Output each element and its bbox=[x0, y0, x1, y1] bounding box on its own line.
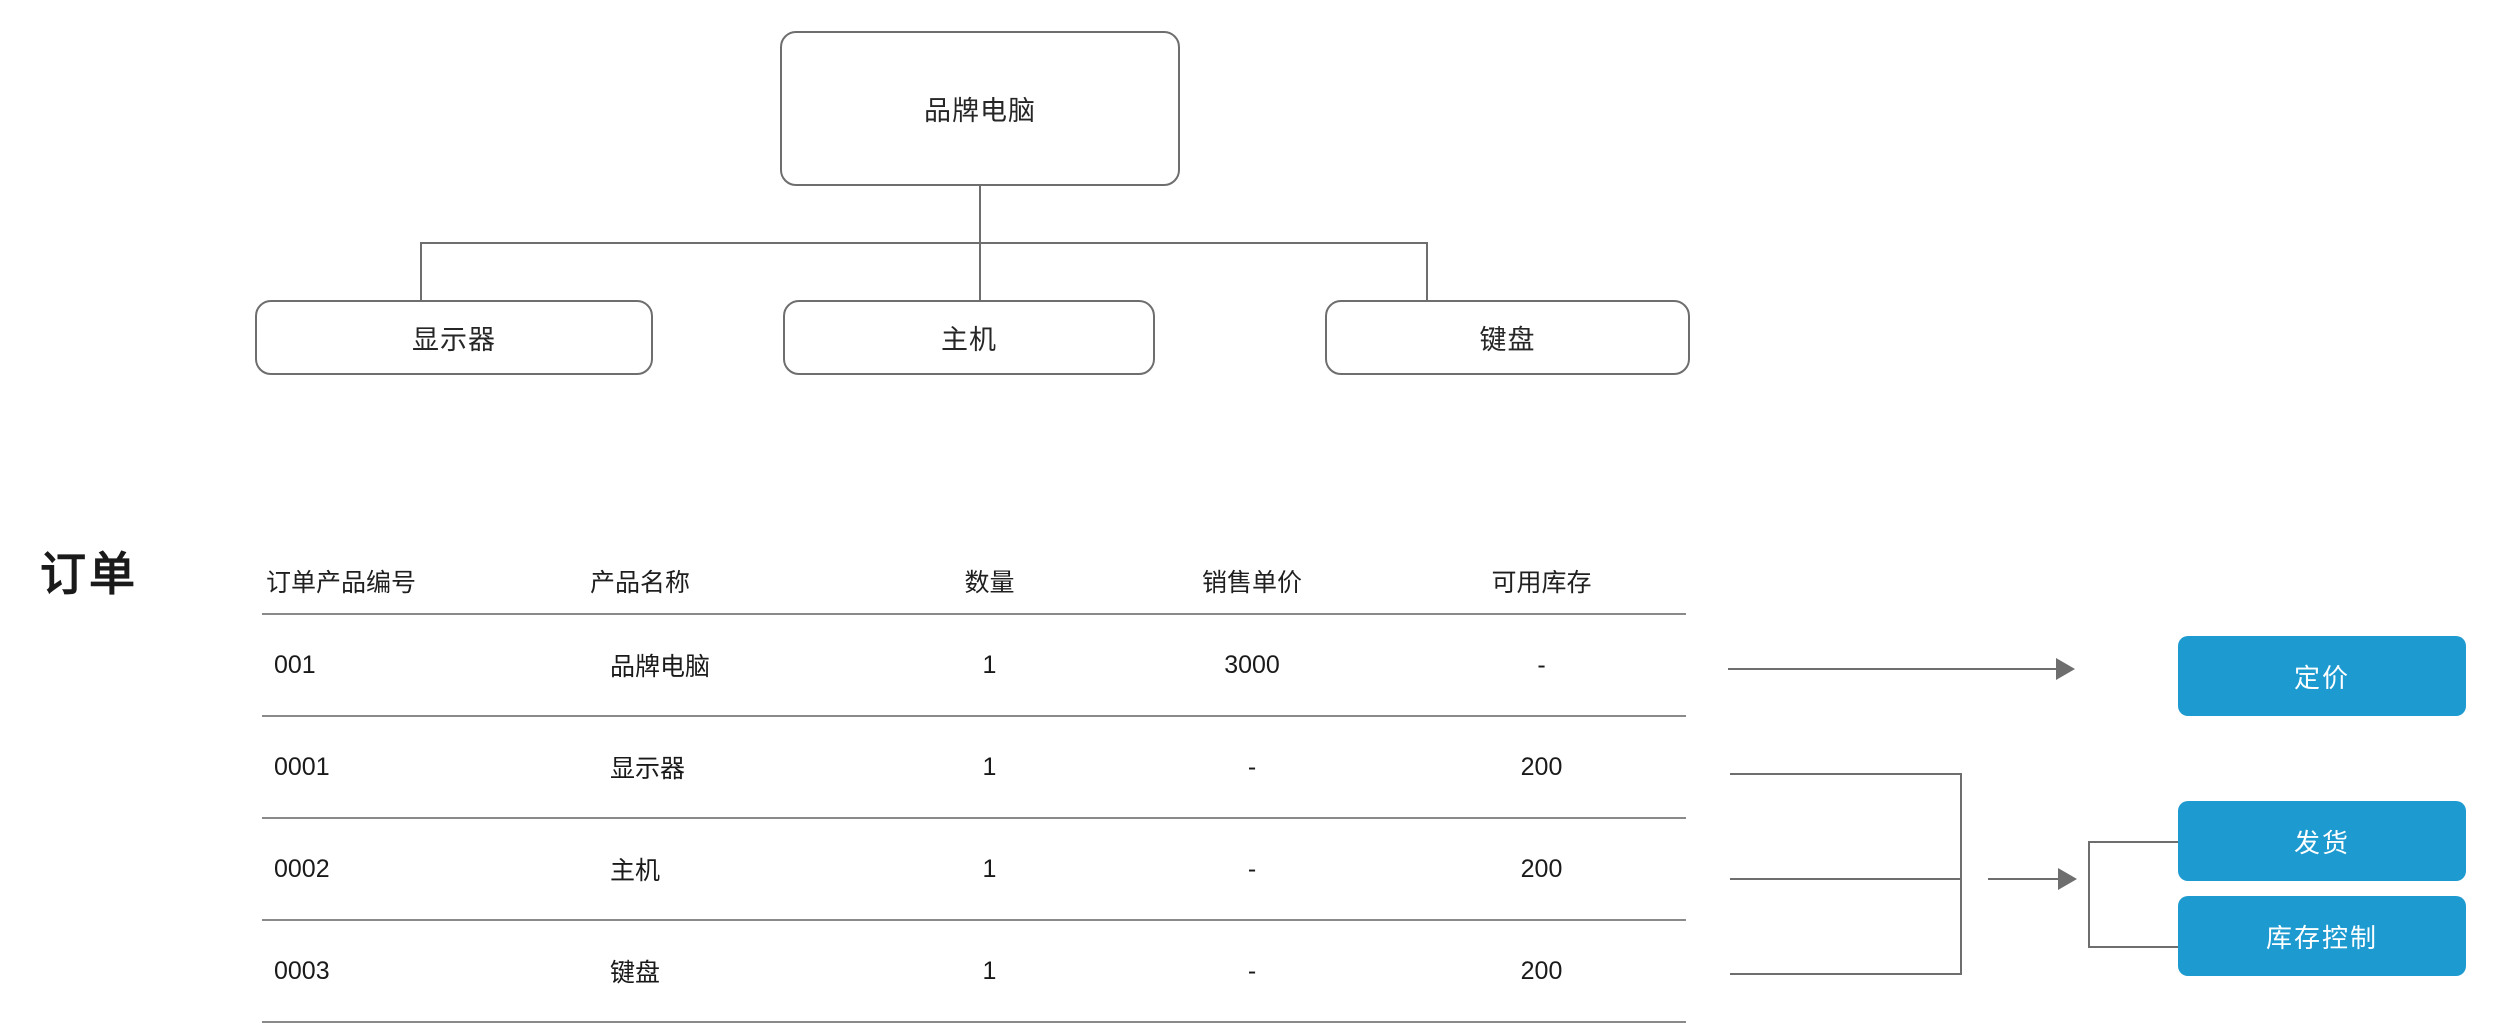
column-header-product-name: 产品名称 bbox=[590, 568, 691, 597]
table-rule bbox=[262, 613, 1686, 615]
cell-product-code: 001 bbox=[274, 650, 316, 679]
cell-product-code: 0001 bbox=[274, 752, 330, 781]
tree-connector-bus bbox=[420, 242, 1428, 244]
table-row[interactable]: 001 品牌电脑 1 3000 - bbox=[262, 615, 1686, 715]
arrow-head-icon bbox=[2056, 658, 2075, 680]
split-bracket-spine bbox=[2088, 841, 2090, 948]
merge-bracket-spine bbox=[1960, 773, 1962, 975]
cell-available-stock: 200 bbox=[1520, 854, 1563, 883]
tree-connector-stem bbox=[979, 186, 981, 243]
bom-node-host[interactable]: 主机 bbox=[783, 300, 1155, 375]
bom-node-host-label: 主机 bbox=[941, 325, 997, 355]
cell-quantity: 1 bbox=[982, 956, 997, 985]
pricing-button[interactable]: 定价 bbox=[2178, 636, 2466, 716]
bom-node-root[interactable]: 品牌电脑 bbox=[780, 31, 1180, 186]
tree-connector-drop-right bbox=[1426, 242, 1428, 301]
tree-connector-drop-left bbox=[420, 242, 422, 301]
bom-node-root-label: 品牌电脑 bbox=[924, 96, 1036, 126]
cell-quantity: 1 bbox=[982, 752, 997, 781]
table-rule bbox=[262, 1021, 1686, 1023]
pricing-button-label: 定价 bbox=[2293, 662, 2350, 693]
order-section-label: 订单 bbox=[40, 548, 138, 600]
bom-node-monitor[interactable]: 显示器 bbox=[255, 300, 653, 375]
arrow-head-icon bbox=[2058, 868, 2077, 890]
cell-product-code: 0003 bbox=[274, 956, 330, 985]
bom-node-monitor-label: 显示器 bbox=[412, 325, 496, 355]
table-row[interactable]: 0003 键盘 1 - 200 bbox=[262, 921, 1686, 1021]
bom-node-keyboard[interactable]: 键盘 bbox=[1325, 300, 1690, 375]
column-header-quantity: 数量 bbox=[964, 568, 1015, 597]
order-table-header-row: 订单产品编号 产品名称 数量 销售单价 可用库存 bbox=[262, 548, 1686, 613]
flow-arrow-fulfillment-line bbox=[1988, 878, 2060, 880]
flow-arrow-pricing-line bbox=[1728, 668, 2058, 670]
cell-unit-price: - bbox=[1247, 854, 1257, 883]
cell-unit-price: 3000 bbox=[1224, 650, 1280, 679]
split-branch-inventory bbox=[2088, 946, 2180, 948]
bom-node-keyboard-label: 键盘 bbox=[1479, 325, 1536, 355]
cell-quantity: 1 bbox=[982, 650, 997, 679]
column-header-unit-price: 销售单价 bbox=[1201, 568, 1302, 597]
cell-product-name: 品牌电脑 bbox=[610, 653, 711, 681]
merge-branch-keyboard bbox=[1730, 973, 1962, 975]
cell-quantity: 1 bbox=[982, 854, 997, 883]
shipping-button-label: 发货 bbox=[2293, 827, 2350, 858]
inventory-control-button[interactable]: 库存控制 bbox=[2178, 896, 2466, 976]
column-header-product-code: 订单产品编号 bbox=[266, 568, 417, 597]
table-rule bbox=[262, 817, 1686, 819]
order-table: 订单产品编号 产品名称 数量 销售单价 可用库存 001 品牌电脑 1 3000… bbox=[262, 548, 1686, 1023]
cell-unit-price: - bbox=[1247, 956, 1257, 985]
shipping-button[interactable]: 发货 bbox=[2178, 801, 2466, 881]
cell-product-name: 主机 bbox=[610, 857, 661, 885]
table-rule bbox=[262, 919, 1686, 921]
cell-available-stock: 200 bbox=[1520, 752, 1563, 781]
inventory-control-button-label: 库存控制 bbox=[2265, 922, 2378, 953]
cell-product-name: 键盘 bbox=[610, 959, 661, 987]
table-row[interactable]: 0002 主机 1 - 200 bbox=[262, 819, 1686, 919]
tree-connector-drop-mid bbox=[979, 242, 981, 301]
merge-branch-host bbox=[1730, 878, 1962, 880]
split-branch-shipping bbox=[2088, 841, 2180, 843]
cell-product-name: 显示器 bbox=[610, 755, 686, 783]
merge-branch-monitor bbox=[1730, 773, 1962, 775]
cell-product-code: 0002 bbox=[274, 854, 330, 883]
cell-available-stock: - bbox=[1537, 650, 1546, 679]
cell-unit-price: - bbox=[1247, 752, 1257, 781]
table-rule bbox=[262, 715, 1686, 717]
cell-available-stock: 200 bbox=[1520, 956, 1563, 985]
table-row[interactable]: 0001 显示器 1 - 200 bbox=[262, 717, 1686, 817]
column-header-available-stock: 可用库存 bbox=[1491, 568, 1592, 597]
